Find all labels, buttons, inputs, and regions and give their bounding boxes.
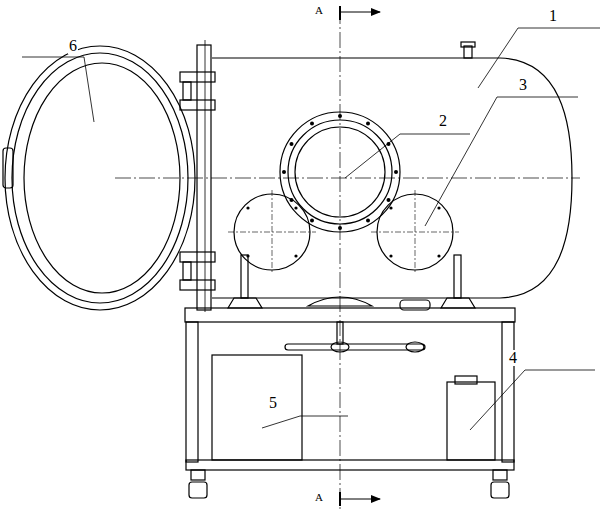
- callout-number: 3: [518, 77, 528, 93]
- section-mark: A: [314, 492, 324, 503]
- section-mark: A: [314, 5, 324, 16]
- callout-number: 6: [68, 38, 78, 54]
- callout-number: 5: [268, 395, 278, 411]
- callout-number: 1: [548, 8, 558, 24]
- callout-number: 2: [438, 113, 448, 129]
- callout-number: 4: [508, 350, 518, 366]
